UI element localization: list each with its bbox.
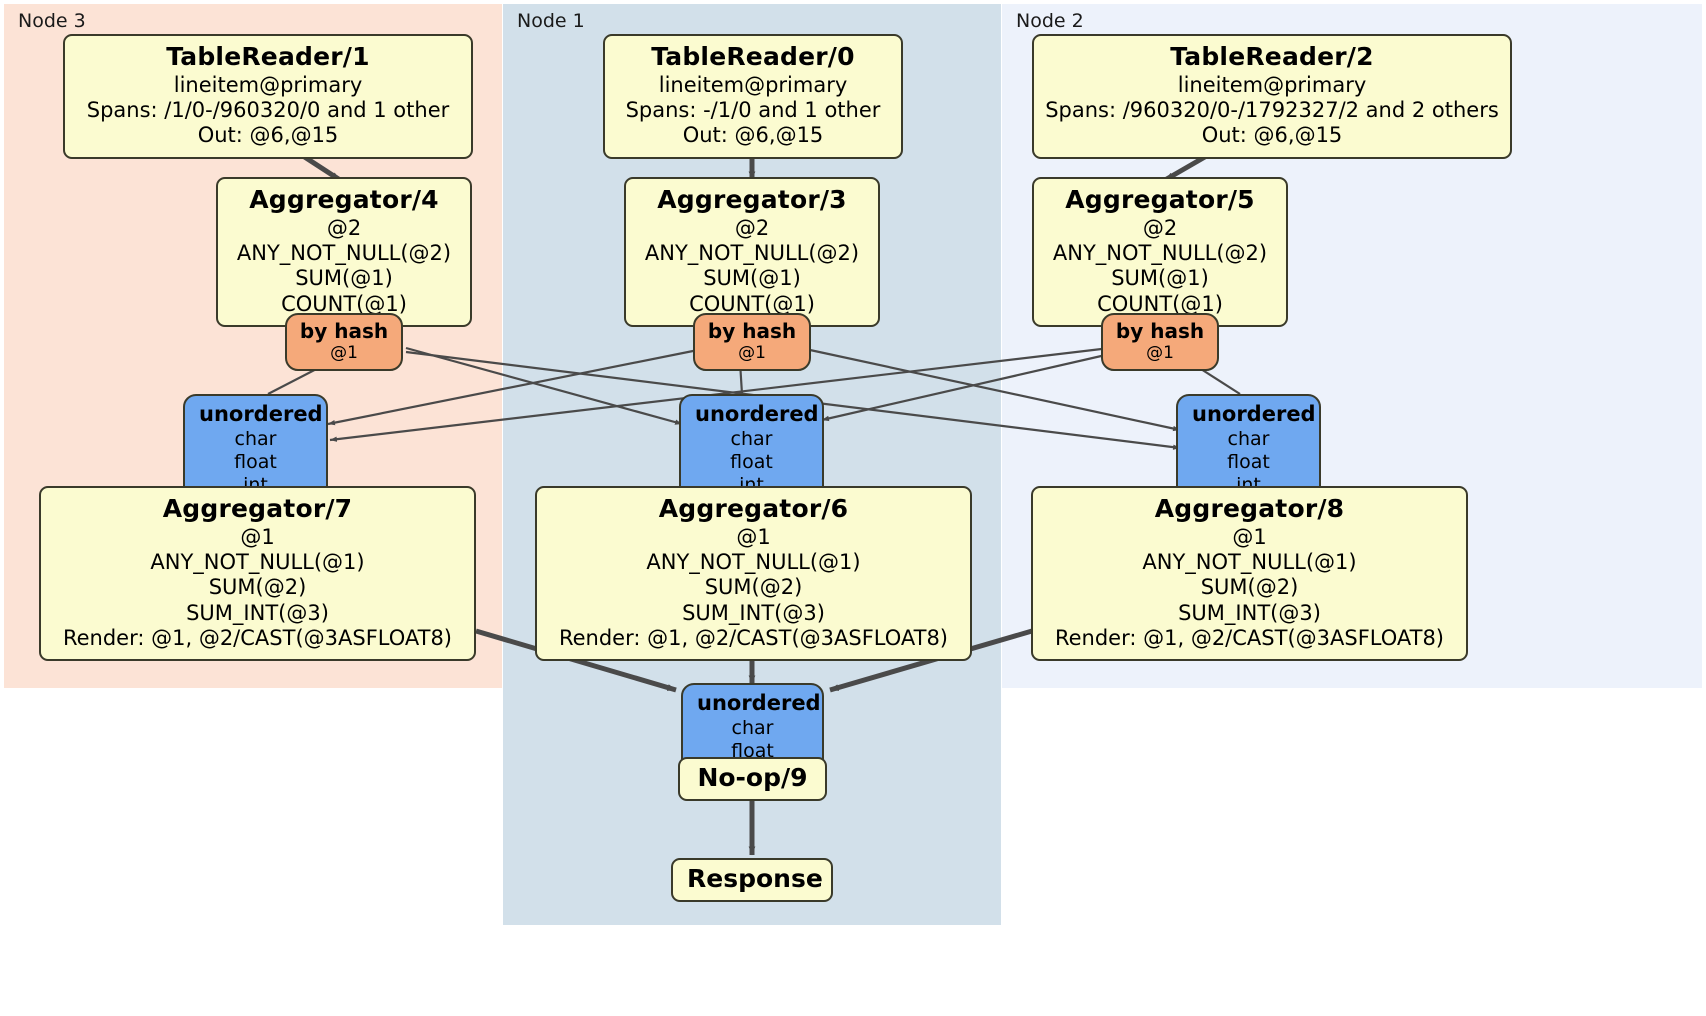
processor-group-cols: @2 xyxy=(326,216,362,240)
processor-response[interactable]: Response xyxy=(671,858,833,902)
processor-table: lineitem@primary xyxy=(658,73,848,97)
processor-func-3: COUNT(@1) xyxy=(281,291,407,316)
processor-tablereader-2[interactable]: TableReader/2 lineitem@primary Spans: /9… xyxy=(1032,34,1512,159)
processor-func-2: SUM(@1) xyxy=(295,266,393,291)
synchronizer-type-2: float xyxy=(1227,450,1270,473)
processor-func-3: SUM_INT(@3) xyxy=(186,600,329,625)
router-title: by hash xyxy=(299,319,389,343)
processor-func-2: SUM(@1) xyxy=(1111,266,1209,291)
processor-spans: Spans: /1/0-/960320/0 and 1 other xyxy=(86,98,450,123)
synchronizer-type-1: char xyxy=(1227,428,1270,451)
processor-func-1: ANY_NOT_NULL(@2) xyxy=(236,241,452,266)
processor-tablereader-0[interactable]: TableReader/0 lineitem@primary Spans: -/… xyxy=(603,34,903,159)
processor-func-1: ANY_NOT_NULL(@1) xyxy=(1142,550,1357,575)
synchronizer-type-2: float xyxy=(730,450,773,473)
processor-aggregator-5[interactable]: Aggregator/5 @2 ANY_NOT_NULL(@2) SUM(@1)… xyxy=(1032,177,1288,327)
processor-out: Out: @6,@15 xyxy=(1201,123,1343,148)
processor-group-cols: @2 xyxy=(734,216,770,240)
node-panel-label-node2: Node 2 xyxy=(1016,10,1084,32)
processor-render: Render: @1, @2/CAST(@3ASFLOAT8) xyxy=(558,625,949,650)
processor-title: Response xyxy=(687,864,823,893)
processor-table: lineitem@primary xyxy=(173,73,363,97)
router-column: @1 xyxy=(738,343,766,363)
node-panel-label-node1: Node 1 xyxy=(517,10,585,32)
processor-func-3: SUM_INT(@3) xyxy=(682,600,825,625)
synchronizer-type-2: float xyxy=(731,739,774,762)
synchronizer-title: unordered xyxy=(695,402,819,426)
processor-title: Aggregator/6 xyxy=(658,494,849,523)
processor-title: No-op/9 xyxy=(697,763,808,792)
synchronizer-type-1: char xyxy=(730,428,773,451)
processor-group-cols: @1 xyxy=(736,525,771,549)
processor-title: TableReader/0 xyxy=(651,42,855,71)
processor-aggregator-6[interactable]: Aggregator/6 @1 ANY_NOT_NULL(@1) SUM(@2)… xyxy=(535,486,972,661)
processor-table: lineitem@primary xyxy=(1177,73,1367,97)
processor-aggregator-3[interactable]: Aggregator/3 @2 ANY_NOT_NULL(@2) SUM(@1)… xyxy=(624,177,880,327)
processor-out: Out: @6,@15 xyxy=(682,123,824,148)
processor-func-2: SUM(@2) xyxy=(208,575,307,600)
router-by-hash-center[interactable]: by hash @1 xyxy=(693,313,811,372)
router-column: @1 xyxy=(1146,343,1174,363)
processor-title: Aggregator/3 xyxy=(657,185,847,214)
processor-aggregator-4[interactable]: Aggregator/4 @2 ANY_NOT_NULL(@2) SUM(@1)… xyxy=(216,177,472,327)
processor-func-1: ANY_NOT_NULL(@1) xyxy=(150,550,365,575)
processor-spans: Spans: /960320/0-/1792327/2 and 2 others xyxy=(1045,98,1499,123)
processor-func-3: COUNT(@1) xyxy=(1097,291,1223,316)
processor-title: Aggregator/4 xyxy=(249,185,439,214)
processor-group-cols: @2 xyxy=(1142,216,1178,240)
processor-func-1: ANY_NOT_NULL(@2) xyxy=(644,241,860,266)
processor-func-1: ANY_NOT_NULL(@1) xyxy=(646,550,861,575)
processor-render: Render: @1, @2/CAST(@3ASFLOAT8) xyxy=(1054,625,1445,650)
synchronizer-title: unordered xyxy=(1192,402,1316,426)
processor-group-cols: @1 xyxy=(240,525,275,549)
processor-tablereader-1[interactable]: TableReader/1 lineitem@primary Spans: /1… xyxy=(63,34,473,159)
router-title: by hash xyxy=(707,319,797,343)
processor-func-2: SUM(@1) xyxy=(703,266,801,291)
processor-func-1: ANY_NOT_NULL(@2) xyxy=(1052,241,1268,266)
synchronizer-type-2: float xyxy=(234,450,277,473)
processor-title: TableReader/1 xyxy=(166,42,370,71)
processor-spans: Spans: -/1/0 and 1 other xyxy=(625,98,881,123)
router-column: @1 xyxy=(330,343,358,363)
processor-title: Aggregator/5 xyxy=(1065,185,1255,214)
processor-func-3: SUM_INT(@3) xyxy=(1178,600,1321,625)
router-title: by hash xyxy=(1115,319,1205,343)
processor-title: Aggregator/7 xyxy=(162,494,353,523)
processor-aggregator-7[interactable]: Aggregator/7 @1 ANY_NOT_NULL(@1) SUM(@2)… xyxy=(39,486,476,661)
node-panel-label-node3: Node 3 xyxy=(18,10,86,32)
synchronizer-title: unordered xyxy=(199,402,323,426)
processor-no-op-9[interactable]: No-op/9 xyxy=(678,757,827,801)
processor-func-2: SUM(@2) xyxy=(1200,575,1299,600)
processor-group-cols: @1 xyxy=(1232,525,1267,549)
router-by-hash-right[interactable]: by hash @1 xyxy=(1101,313,1219,372)
processor-aggregator-8[interactable]: Aggregator/8 @1 ANY_NOT_NULL(@1) SUM(@2)… xyxy=(1031,486,1468,661)
synchronizer-type-1: char xyxy=(234,428,277,451)
synchronizer-type-1: char xyxy=(731,717,774,740)
processor-render: Render: @1, @2/CAST(@3ASFLOAT8) xyxy=(62,625,453,650)
processor-func-2: SUM(@2) xyxy=(704,575,803,600)
processor-title: Aggregator/8 xyxy=(1154,494,1345,523)
synchronizer-title: unordered xyxy=(697,691,821,715)
processor-out: Out: @6,@15 xyxy=(197,123,339,148)
router-by-hash-left[interactable]: by hash @1 xyxy=(285,313,403,372)
processor-title: TableReader/2 xyxy=(1170,42,1374,71)
processor-func-3: COUNT(@1) xyxy=(689,291,815,316)
